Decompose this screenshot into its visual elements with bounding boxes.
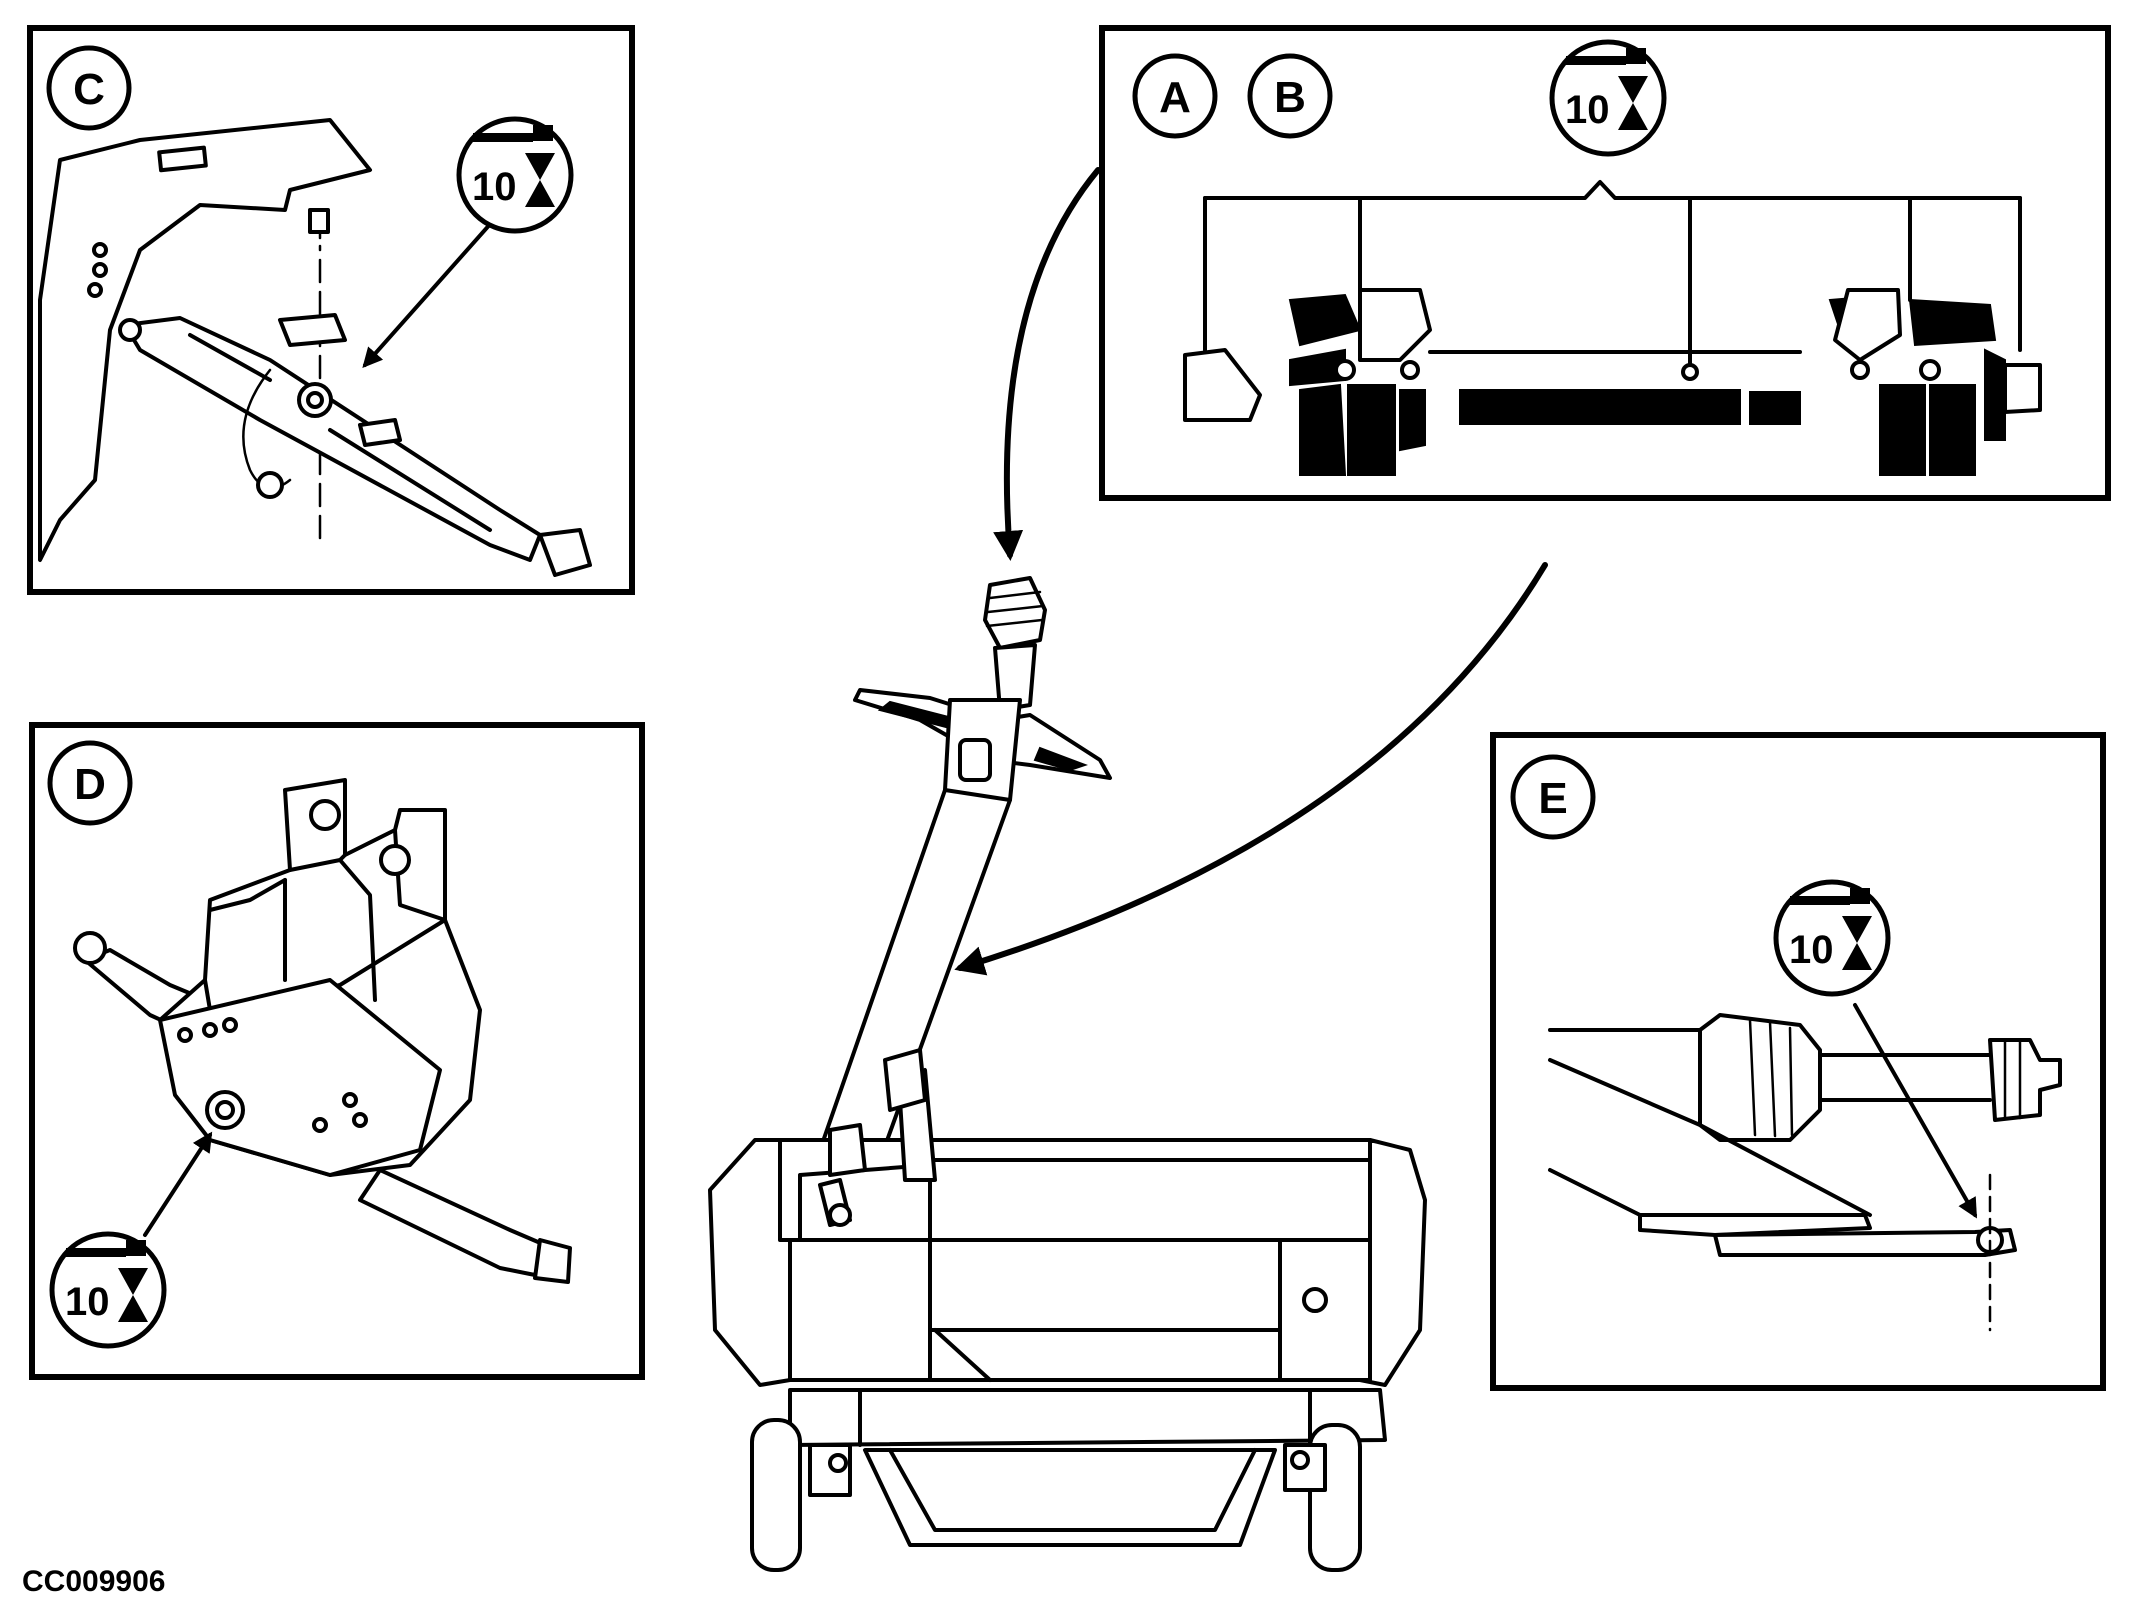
- svg-text:D: D: [74, 760, 106, 809]
- lift-arm-bracket: [38, 118, 372, 562]
- callout-e: E: [1510, 754, 1596, 840]
- hourglass-icon: [525, 153, 555, 207]
- drawbar: [1713, 1228, 2017, 1257]
- svg-text:10: 10: [1789, 928, 1834, 972]
- lower-link-arm: [123, 316, 542, 562]
- svg-text:E: E: [1538, 774, 1567, 823]
- callout-a: A: [1132, 53, 1218, 139]
- figure-code: CC009906: [22, 1565, 165, 1598]
- callout-d: D: [47, 740, 133, 826]
- center-machine: [708, 167, 1548, 1572]
- arrow-to-shaft-guard: [954, 562, 1548, 976]
- skid-pan: [863, 1448, 1277, 1547]
- svg-text:10: 10: [65, 1280, 110, 1324]
- wheel-left: [750, 1418, 802, 1572]
- hourglass-icon: [1618, 76, 1648, 130]
- arrow-to-pto-shaft: [993, 167, 1101, 561]
- svg-text:A: A: [1159, 73, 1191, 122]
- panel-c: 10 C: [27, 25, 635, 595]
- mower-frame-bar: [788, 1388, 1387, 1447]
- shaft-yoke-right: [1988, 1038, 2062, 1122]
- lubrication-interval-icon-c: 10: [456, 116, 574, 234]
- lubrication-interval-icon-e: 10: [1773, 879, 1891, 997]
- callout-b: B: [1247, 53, 1333, 139]
- lubrication-interval-icon-d: 10: [49, 1231, 167, 1349]
- lubrication-interval-icon-ab: 10: [1549, 39, 1667, 157]
- callout-c: C: [46, 45, 132, 131]
- svg-text:10: 10: [472, 165, 517, 209]
- pto-shaft-coupler: [983, 576, 1047, 650]
- panel-ab: 10 A B: [1099, 25, 2111, 501]
- panel-e: 10 E: [1490, 732, 2106, 1391]
- shaft-yoke-left: [1698, 1013, 1822, 1142]
- hourglass-icon: [1842, 916, 1872, 970]
- lower-link-ball-end: [538, 528, 592, 577]
- hourglass-icon: [118, 1268, 148, 1322]
- panel-d: 10 D: [29, 722, 645, 1380]
- svg-text:B: B: [1274, 73, 1306, 122]
- svg-text:10: 10: [1565, 88, 1610, 132]
- svg-text:C: C: [73, 65, 105, 114]
